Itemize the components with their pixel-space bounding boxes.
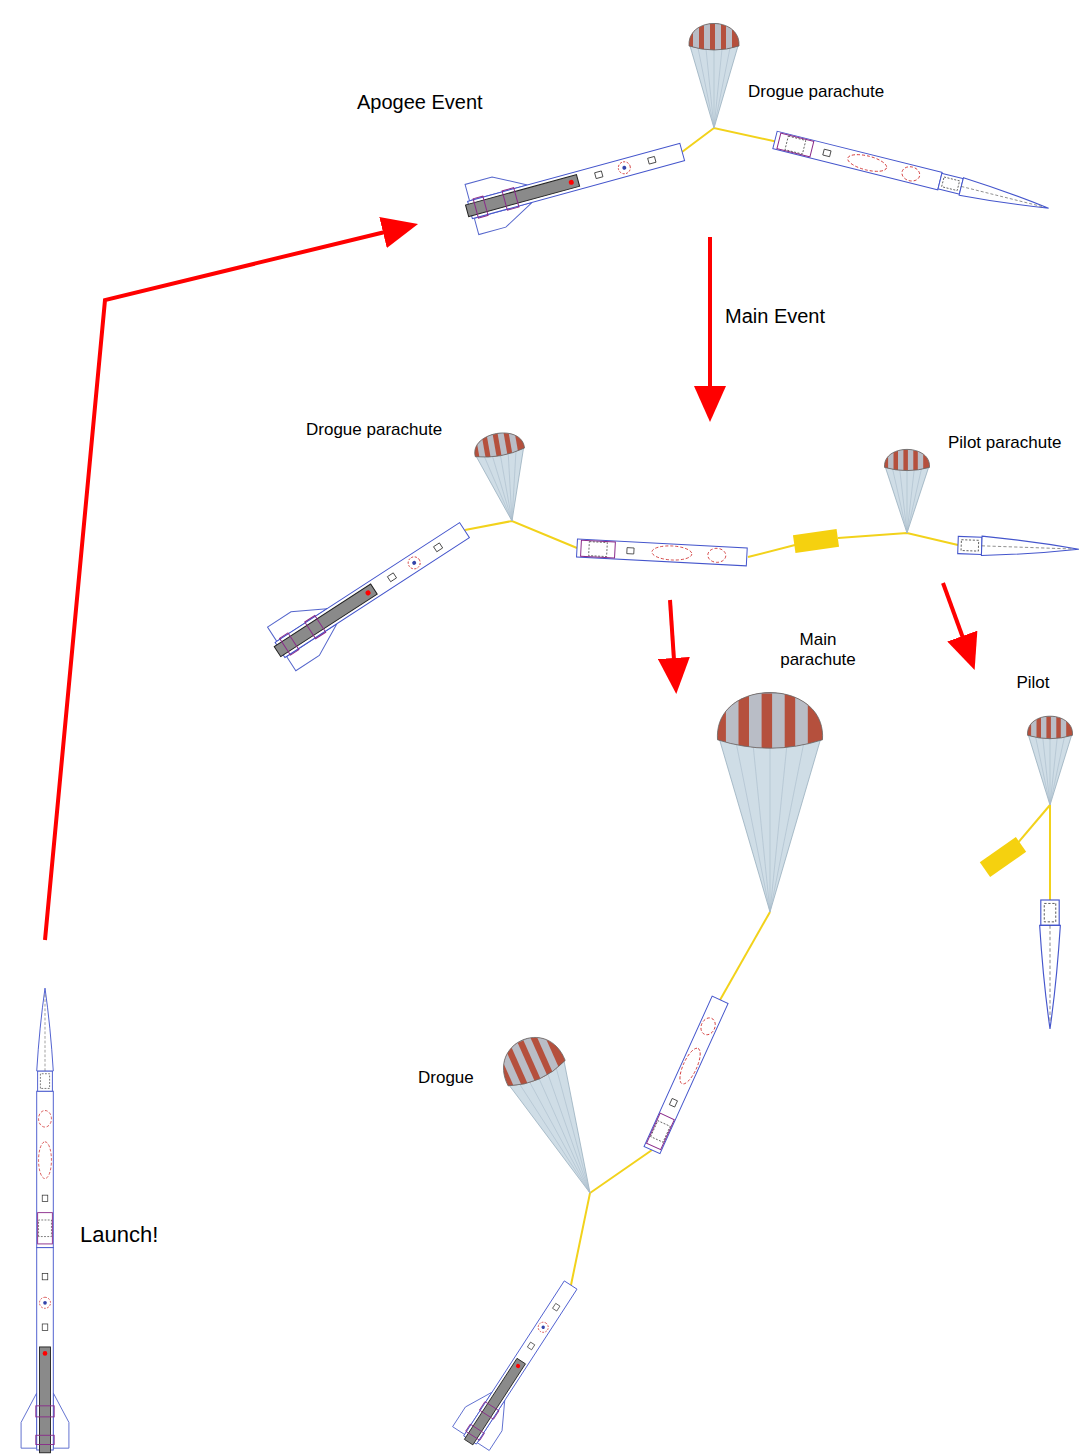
- drogue-parachute: [689, 16, 739, 128]
- main-parachute: [717, 677, 822, 912]
- stage-label: Main parachute: [768, 630, 868, 671]
- pilot-parachute: [884, 443, 929, 533]
- rocket-launch: [21, 988, 69, 1453]
- stage-label: Drogue parachute: [748, 82, 884, 102]
- shock-cords: [465, 128, 1050, 1285]
- drogue-parachute: [471, 423, 537, 525]
- stage-label: Drogue: [418, 1068, 474, 1088]
- booster-section: [460, 127, 689, 236]
- split-arrow: [943, 583, 963, 638]
- stage-label: Launch!: [80, 1222, 158, 1248]
- pilot-parachute: [1027, 710, 1072, 805]
- cord-protector: [980, 837, 1026, 877]
- ascent-arrow: [45, 232, 385, 940]
- nose-cone: [958, 535, 1080, 559]
- stage-label: Pilot: [1016, 673, 1049, 693]
- stage-label: Drogue parachute: [306, 420, 442, 440]
- upper-section: [773, 131, 1051, 217]
- flow-arrows: [45, 232, 963, 940]
- drogue-parachute: [489, 1017, 619, 1206]
- cord-protector: [793, 529, 839, 553]
- stage-label: Apogee Event: [357, 90, 483, 114]
- main-bay-section: [644, 996, 728, 1153]
- stage-label: Pilot parachute: [948, 433, 1061, 453]
- nose-cone: [1040, 900, 1061, 1029]
- booster-section: [450, 1273, 589, 1454]
- stage-label: Main Event: [725, 304, 825, 328]
- main-bay-section: [577, 539, 748, 566]
- split-arrow: [670, 600, 674, 660]
- booster-section: [263, 508, 478, 673]
- main-event-arrow: [708, 237, 712, 388]
